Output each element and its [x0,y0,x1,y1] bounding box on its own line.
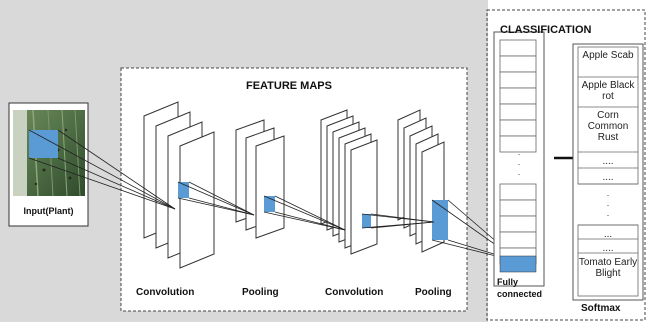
sm-dots-3: . [607,208,610,218]
pool2-stack-highlight [432,200,448,240]
softmax-ellipsis-3: ... [603,229,613,240]
conv2-label: Convolution [325,287,384,298]
fully-connected-label: Fully connected [497,277,543,299]
pool2-label: Pooling [415,287,452,298]
fc-cell [499,87,537,105]
fc-cell [499,119,537,137]
connector-line [370,213,435,223]
sm-dots-2: . [607,198,610,208]
fc-cell [499,215,537,233]
softmax-ellipsis-1: .... [602,156,614,167]
connector-line [263,211,346,231]
connector-line [274,211,346,231]
fc-cell [499,71,537,89]
softmax-panel [572,43,644,301]
fc-highlight-cell [499,255,537,273]
softmax-ellipsis-2: .... [602,172,614,183]
fc-dots-2: . [518,157,521,167]
softmax-grid [577,46,639,297]
conv2-stack-highlight [362,214,371,228]
connector-line [57,157,176,210]
connector-line [177,181,255,216]
pool2-stack [397,109,448,253]
softmax-bottom-box [577,224,639,297]
fc-dots-1: . [518,147,521,157]
conv1-label: Convolution [136,287,195,298]
fc-cell [499,55,537,73]
connector-line [274,195,346,231]
fc-cell [499,199,537,217]
classification-frame [486,9,646,321]
pool1-stack-sheet [255,135,285,239]
connector-line [263,195,346,231]
fc-cell [499,135,537,153]
softmax-class-tomato-early-blight: Tomato Early Blight [578,257,638,279]
feature-maps-title: FEATURE MAPS [246,80,332,92]
softmax-ellipsis-4: .... [602,243,614,254]
fc-cell [499,39,537,57]
connector-line [57,129,176,210]
fc-cell [499,103,537,121]
softmax-label: Softmax [581,303,621,314]
conv1-stack-highlight [178,182,189,198]
pool1-label: Pooling [242,287,279,298]
connector-line [188,197,255,216]
pool1-stack-highlight [264,196,275,212]
softmax-class-corn-common-rust: Corn Common Rust [587,110,629,143]
input-receptive-field [29,130,58,158]
input-label: Input(Plant) [23,206,74,216]
conv2-stack [320,109,378,255]
connector-line [28,157,176,210]
fc-cell [499,183,537,201]
connector-line [28,129,176,210]
softmax-top-box [577,46,639,185]
sm-dots-1: . [607,188,610,198]
fc-dots-3: . [518,167,521,177]
connector-line [188,181,255,216]
connector-line [177,197,255,216]
softmax-class-apple-black-rot: Apple Black rot [581,80,635,102]
softmax-class-apple-scab: Apple Scab [582,50,634,61]
connector-line [370,221,435,229]
conv2-stack-sheet [350,139,378,255]
fc-cell [499,231,537,249]
classification-title: CLASSIFICATION [500,24,592,36]
